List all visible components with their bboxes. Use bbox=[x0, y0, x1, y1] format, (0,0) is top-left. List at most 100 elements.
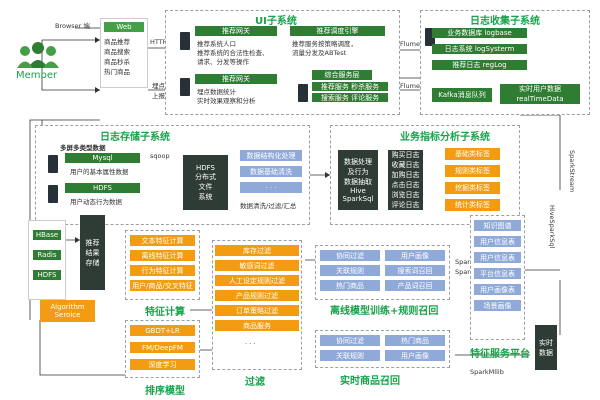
rt-2-2: 用户画像 bbox=[385, 350, 445, 361]
realtime-box: 实时 数据 bbox=[535, 325, 557, 370]
browser-label: Browser 端 bbox=[55, 22, 90, 30]
db-icon-2 bbox=[48, 185, 58, 203]
model-item-3: 深度学习 bbox=[130, 359, 195, 370]
sparkmllib2-label: SparkMllib bbox=[470, 368, 504, 376]
realtime-2: 数据 bbox=[539, 348, 553, 357]
hdfs-center-1: HDFS bbox=[195, 163, 215, 172]
model-item-1: GBDT+LR bbox=[130, 325, 195, 336]
hdfs-box: HDFS bbox=[65, 183, 140, 193]
kafka-right-2: realTimeData bbox=[500, 94, 580, 104]
platform-item-6: 场景画像 bbox=[474, 300, 521, 311]
analysis-box2-3: 加购日志 bbox=[391, 171, 420, 179]
model-item-2: FM/DeepFM bbox=[130, 342, 195, 353]
recall-2-1: 关联规则 bbox=[320, 265, 380, 276]
feature-item-2: 离线特征计算 bbox=[130, 250, 195, 261]
hdfs-center-2: 分布式 bbox=[195, 172, 216, 181]
phone-icon-4 bbox=[425, 28, 435, 46]
recall-2-2: 搜索词召回 bbox=[385, 265, 445, 276]
platform-item-4: 平台信息表 bbox=[474, 268, 521, 279]
clean-item-3: · · · bbox=[240, 182, 302, 193]
filter-item-3: 人工设定规则过滤 bbox=[215, 275, 299, 286]
model-title: 排序模型 bbox=[145, 386, 185, 397]
ui-right-text1-1: 推荐服务按策略调度， bbox=[292, 40, 357, 48]
analysis-box: 数据处理 及行为 数据抽取 Hive SparkSql bbox=[338, 150, 378, 210]
clean-item-1: 数据结构化处理 bbox=[240, 150, 302, 161]
flume1-label: Flume bbox=[400, 40, 420, 48]
analysis-box2-6: 评论日志 bbox=[391, 201, 420, 209]
algorithm-1: Algorithm bbox=[50, 303, 85, 311]
hbase-box: HBase bbox=[33, 230, 61, 240]
ui-subsystem-title: UI子系统 bbox=[255, 16, 297, 27]
hdfs-center-box: HDFS 分布式 文件 系统 bbox=[183, 155, 228, 210]
web-item-1: 商品推荐 bbox=[104, 38, 130, 46]
analysis-box2-5: 浏览日志 bbox=[391, 191, 420, 199]
tag-3: 挖掘类标签 bbox=[445, 182, 500, 194]
hdfs-center-3: 文件 bbox=[198, 182, 213, 191]
db-icon-1 bbox=[48, 155, 58, 173]
analysis-box-4: Hive bbox=[350, 187, 366, 195]
phone-icon-3 bbox=[298, 84, 308, 102]
result-store-1: 推荐 bbox=[85, 238, 100, 247]
ui-text1-3: 请求、分发等操作 bbox=[197, 58, 249, 66]
clean-caption: 数据清洗/过滤/汇总 bbox=[240, 202, 297, 210]
platform-item-5: 用户画像表 bbox=[474, 284, 521, 295]
log-subsystem-title: 日志收集子系统 bbox=[470, 16, 540, 27]
realtime-1: 实时 bbox=[539, 338, 553, 347]
analysis-box-2: 及行为 bbox=[347, 168, 369, 176]
member-icon bbox=[14, 40, 62, 68]
hdfs-desc: 用户动态行为数据 bbox=[70, 198, 122, 206]
rt-1-1: 协同过滤 bbox=[320, 335, 380, 346]
http-label: HTTP bbox=[150, 38, 167, 46]
uplog-label: 埋点 bbox=[152, 82, 165, 90]
filter-item-6: 商品服务 bbox=[215, 320, 299, 331]
recall-3-1: 热门商品 bbox=[320, 280, 380, 291]
filter-item-5: 订单策略过滤 bbox=[215, 305, 299, 316]
filter-dots: · · · bbox=[245, 340, 256, 348]
phone-icon bbox=[180, 32, 190, 50]
analysis-box2-4: 点击日志 bbox=[391, 181, 420, 189]
analysis-box-1: 数据处理 bbox=[344, 158, 372, 166]
ui-text2-2: 实时效果观察和分析 bbox=[197, 97, 256, 105]
algorithm-2: Seroice bbox=[54, 311, 81, 319]
ui-box2: 推荐网关 bbox=[195, 74, 277, 84]
flume2-label: Flume bbox=[400, 82, 420, 90]
ui-text1-1: 推荐系统人口 bbox=[197, 40, 236, 48]
tag-1: 基础类标签 bbox=[445, 148, 500, 160]
analysis-box2-1: 购买日志 bbox=[391, 151, 420, 159]
ui-right2: 综合服务层 bbox=[312, 70, 372, 80]
filter-title: 过滤 bbox=[245, 377, 265, 388]
mysql-desc: 用户的基本属性数据 bbox=[70, 168, 129, 176]
ui-text2-1: 埋点数据统计 bbox=[197, 88, 236, 96]
analysis-title: 业务指标分析子系统 bbox=[400, 132, 490, 143]
web-item-3: 商品秒杀 bbox=[104, 58, 130, 66]
ui-right-text1-2: 流量分发及ABTest bbox=[292, 49, 347, 57]
analysis-box-5: SparkSql bbox=[342, 195, 374, 203]
sqoop-label: sqoop bbox=[150, 152, 170, 160]
feature-item-3: 行为特征计算 bbox=[130, 265, 195, 276]
web-header: Web bbox=[104, 22, 144, 32]
platform-item-3: 用户信息表 bbox=[474, 252, 521, 263]
recall-title: 离线模型训练+规则召回 bbox=[330, 306, 439, 317]
member-label: Member bbox=[16, 70, 58, 81]
web-item-2: 商品搜索 bbox=[104, 48, 130, 56]
clean-item-2: 数据基础清洗 bbox=[240, 166, 302, 177]
log-item-3: 推荐日志 regLog bbox=[432, 60, 527, 70]
platform-title: 特征服务平台 bbox=[470, 349, 530, 360]
mysql-box: Mysql bbox=[65, 153, 140, 163]
result-store-2: 结果 bbox=[85, 248, 100, 257]
ui-right1: 推荐调度引擎 bbox=[290, 26, 385, 36]
hive-spark-label: HiveSparkSql bbox=[548, 205, 556, 249]
log-item-2: 日志系统 logSysterm bbox=[432, 44, 527, 54]
uplog2-label: 上报 bbox=[152, 92, 165, 100]
recall-1-1: 协同过滤 bbox=[320, 250, 380, 261]
radis-box: Radis bbox=[33, 250, 61, 260]
tag-4: 统计类标签 bbox=[445, 199, 500, 211]
log-item-1: 业务数据库 logbase bbox=[432, 28, 527, 38]
filter-item-4: 产品规则过滤 bbox=[215, 290, 299, 301]
analysis-box2: 购买日志 收藏日志 加购日志 点击日志 浏览日志 评论日志 bbox=[388, 150, 423, 210]
platform-item-1: 知识图谱 bbox=[474, 220, 521, 231]
kafka-box: Kafka消息队列 bbox=[432, 88, 492, 102]
filter-item-1: 库存过滤 bbox=[215, 245, 299, 256]
recall-3-2: 产品词召回 bbox=[385, 280, 445, 291]
tag-2: 规则类标签 bbox=[445, 165, 500, 177]
